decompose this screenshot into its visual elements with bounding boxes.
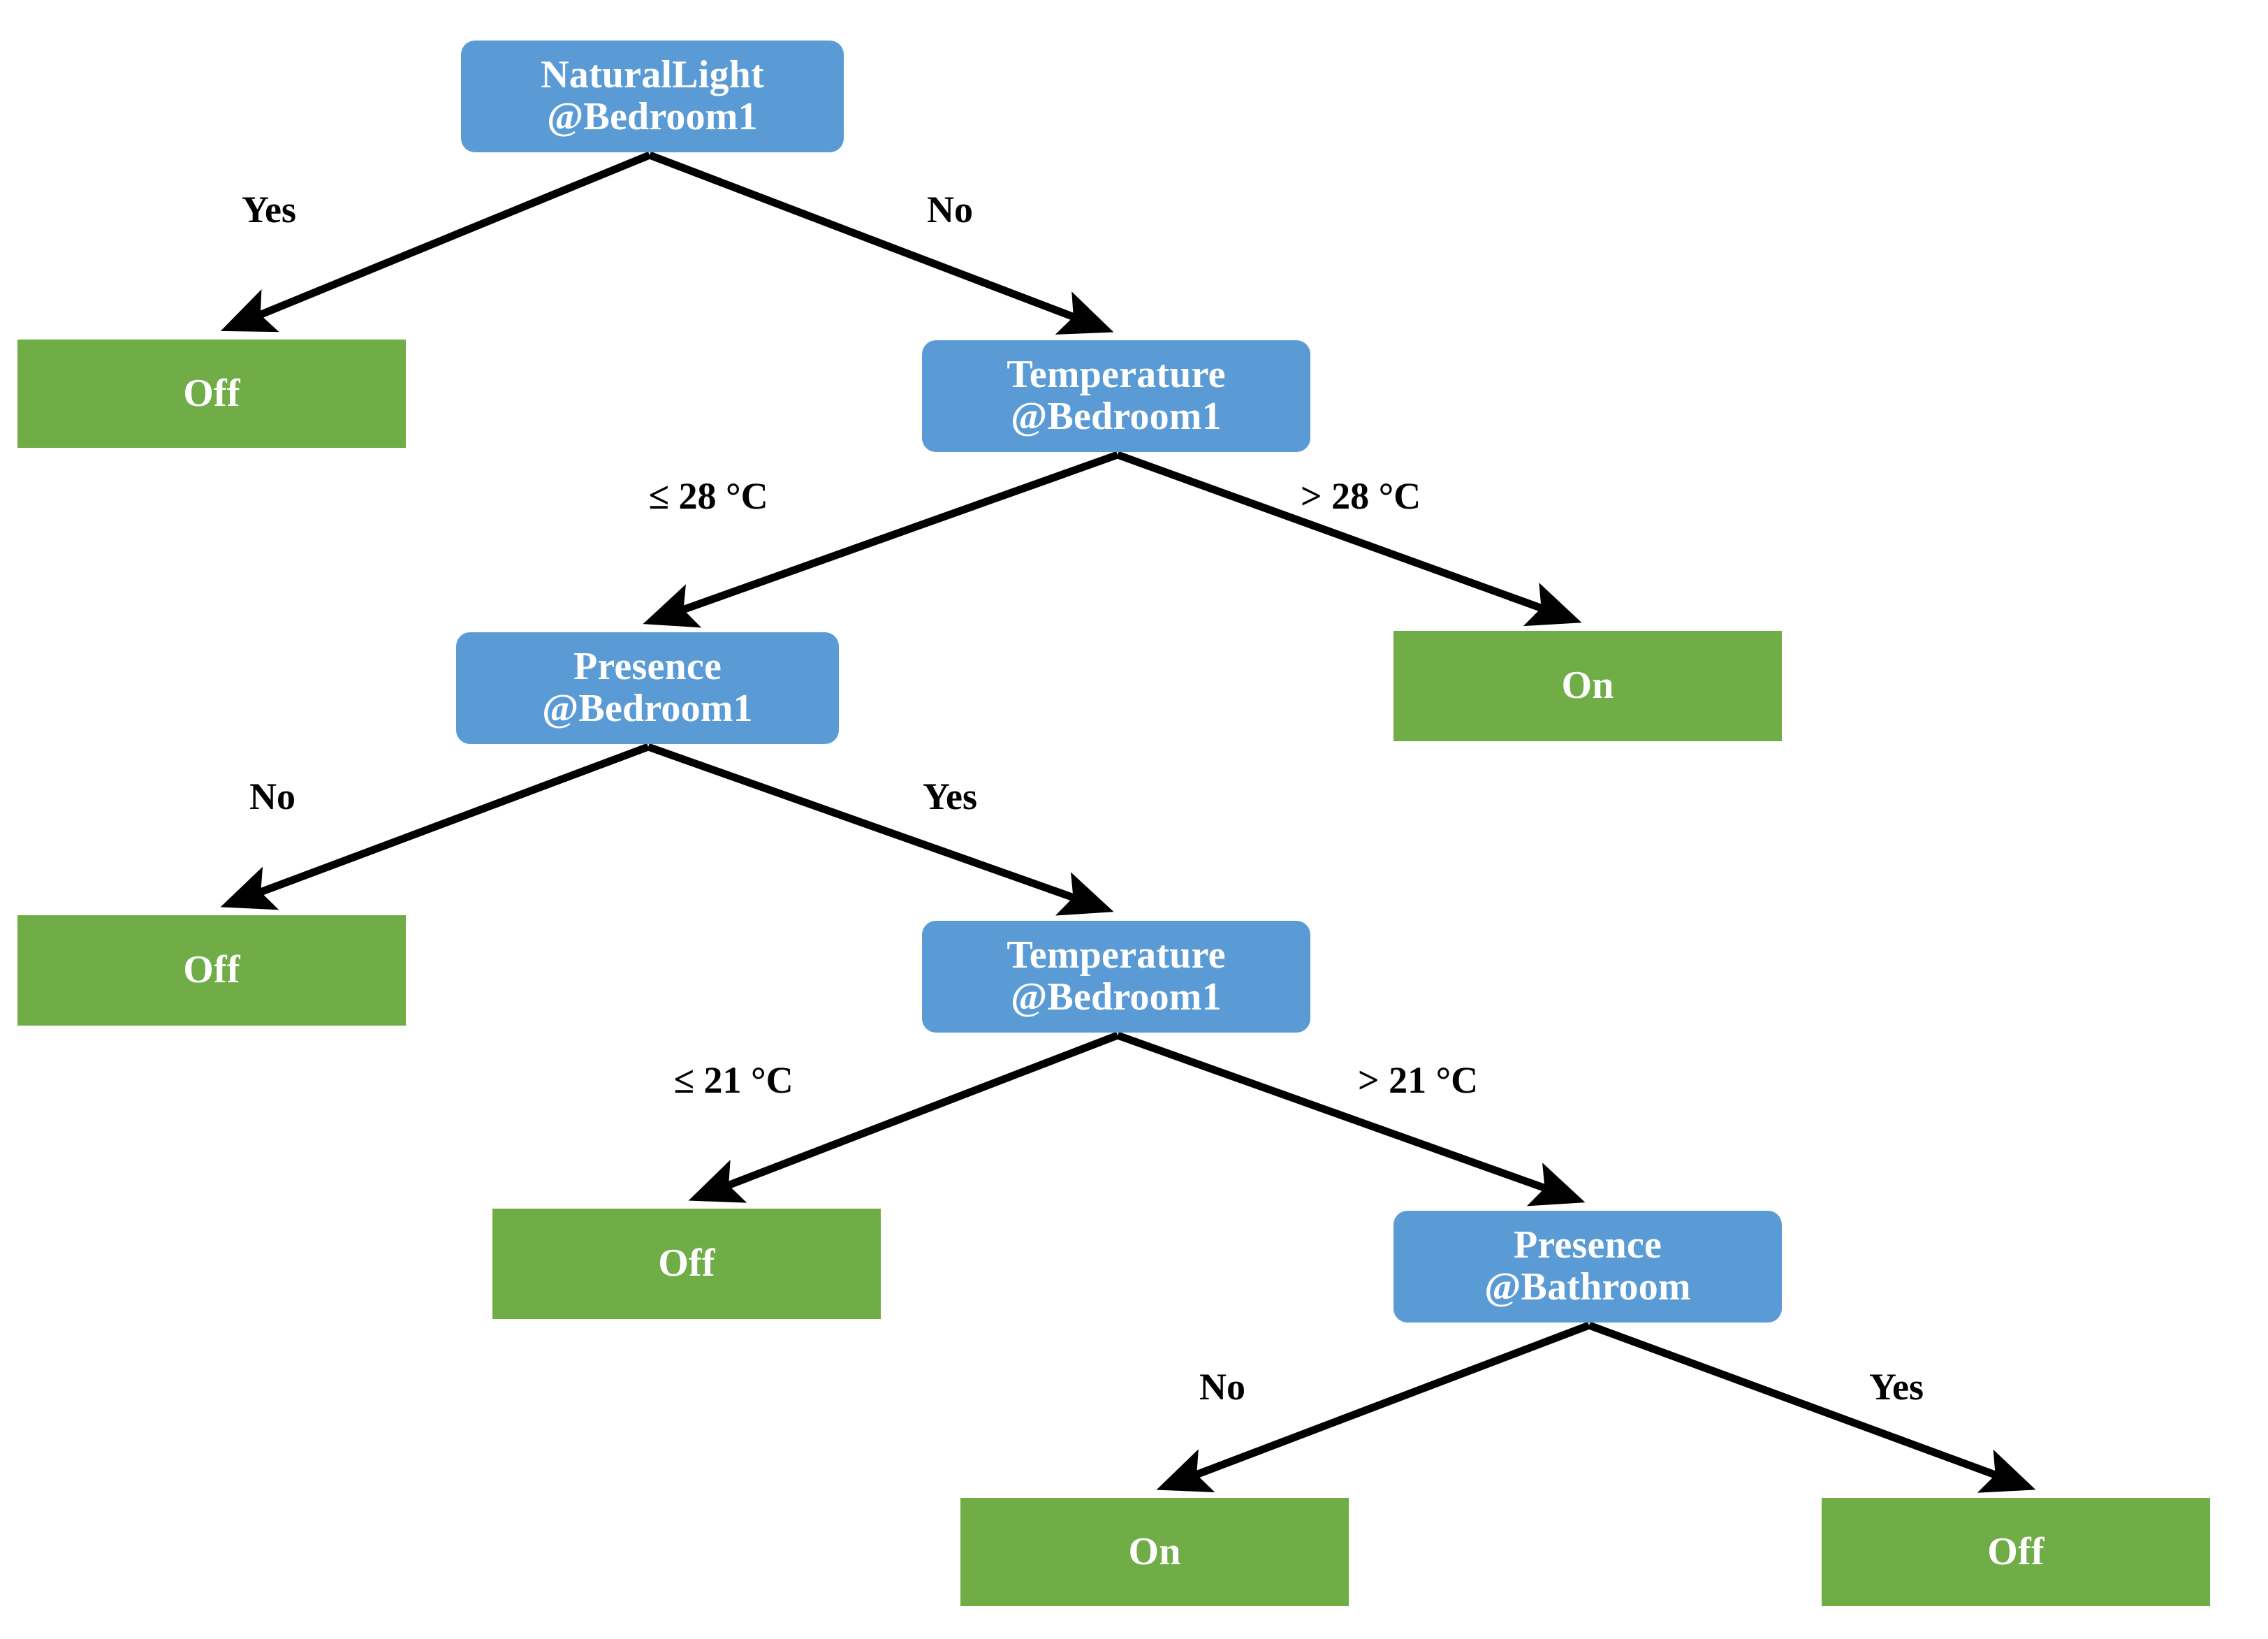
edge-label-no-root: No	[927, 189, 973, 231]
edge-presence1-to-temperature2	[647, 743, 1114, 916]
node-label-line2: @Bedroom1	[1011, 395, 1222, 438]
node-label-line1: NaturalLight	[541, 53, 764, 97]
node-on-2[interactable]: On	[960, 1498, 1349, 1606]
node-label-line1: Presence	[1513, 1223, 1662, 1267]
edge-label-gt-28-c: > 28 °C	[1300, 475, 1421, 517]
edge-root-to-temperature1	[648, 151, 1114, 335]
edge-label-lte-21-c: ≤ 21 °C	[673, 1059, 793, 1101]
edge-label-no-presence2: No	[1199, 1366, 1245, 1408]
node-on-1[interactable]: On	[1393, 631, 1782, 741]
edge-label-yes-presence1: Yes	[923, 775, 977, 817]
node-off-2[interactable]: Off	[17, 915, 406, 1026]
edge-temperature2-to-presence2	[1116, 1031, 1586, 1207]
edge-label-yes-root: Yes	[242, 189, 296, 231]
edge-label-yes-presence2: Yes	[1869, 1366, 1924, 1408]
node-temperature-bedroom1-1[interactable]: Temperature @Bedroom1	[922, 340, 1310, 452]
node-label-line2: @Bedroom1	[1011, 975, 1222, 1019]
node-label-line1: Temperature	[1007, 353, 1226, 397]
edge-label-no-presence1: No	[249, 775, 295, 817]
node-label-line2: @Bedroom1	[547, 95, 758, 138]
node-label-line1: Off	[183, 371, 240, 415]
node-naturallight-bedroom1[interactable]: NaturalLight @Bedroom1	[461, 41, 844, 152]
node-off-4[interactable]: Off	[1822, 1498, 2210, 1606]
node-label-line1: Off	[658, 1241, 715, 1285]
edge-presence2-to-off	[1588, 1321, 2036, 1493]
node-label-line1: On	[1561, 664, 1614, 708]
node-label-line1: On	[1128, 1529, 1181, 1573]
node-label-line1: Temperature	[1007, 933, 1226, 977]
node-label-line2: @Bedroom1	[542, 687, 753, 730]
node-label-line2: @Bathroom	[1484, 1265, 1691, 1309]
node-presence-bathroom[interactable]: Presence @Bathroom	[1393, 1211, 1782, 1323]
edge-root-to-off	[220, 151, 652, 333]
node-presence-bedroom1[interactable]: Presence @Bedroom1	[456, 632, 839, 744]
node-label-line1: Off	[1987, 1529, 2044, 1573]
edge-label-gt-21-c: > 21 °C	[1357, 1059, 1479, 1101]
node-label-line1: Off	[183, 948, 240, 992]
edge-label-lte-28-c: ≤ 28 °C	[648, 475, 768, 517]
node-label-line1: Presence	[573, 645, 722, 689]
node-temperature-bedroom1-2[interactable]: Temperature @Bedroom1	[922, 921, 1310, 1033]
node-off-1[interactable]: Off	[17, 340, 406, 448]
node-off-3[interactable]: Off	[492, 1209, 881, 1319]
edge-presence1-to-off	[220, 743, 650, 910]
